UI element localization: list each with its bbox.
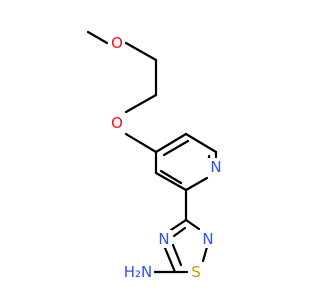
bond-n1-c6 <box>184 176 209 192</box>
thiadiazole-nitrogen-right: N <box>202 230 213 248</box>
ether-oxygen-top-bg <box>109 34 124 52</box>
bond-c6-c5 <box>154 171 188 192</box>
molecule-structure: O O N N N S H₂N <box>86 30 224 282</box>
bond-o-ch2 <box>124 41 158 62</box>
bond-c3-c2 <box>184 132 218 154</box>
ether-oxygen-top: O <box>111 34 123 52</box>
bond-methyl-o <box>86 30 109 45</box>
bond-n2-s1 <box>201 245 209 263</box>
bond-c6-c5-inner <box>159 169 183 185</box>
bond-ch2-o <box>124 93 158 114</box>
bond-c3-n4-inner <box>172 226 187 238</box>
bond-c3-n2 <box>184 218 201 231</box>
thiadiazole-sulfur: S <box>191 263 201 281</box>
bond-c3-n4 <box>169 218 188 232</box>
bond-c4-c3-inner <box>162 139 190 157</box>
thiadiazole-sulfur-bg <box>188 262 203 281</box>
thiadiazole-nitrogen-left-bg <box>156 230 172 248</box>
ether-oxygen-ring-bg <box>109 114 124 132</box>
bond-c4-c3 <box>154 132 188 154</box>
bond-c5-n4-inner <box>171 243 183 267</box>
pyridine-nitrogen-bg <box>208 158 224 176</box>
thiadiazole-nitrogen-left: N <box>158 230 169 248</box>
ether-oxygen-ring: O <box>111 114 123 132</box>
bond-c5-n4 <box>163 246 177 274</box>
bond-o-ring <box>124 132 158 154</box>
bonds <box>86 30 218 274</box>
pyridine-nitrogen: N <box>210 158 221 176</box>
atom-labels: O O N N N S H₂N <box>109 34 224 282</box>
amine-bg <box>122 262 154 282</box>
thiadiazole-nitrogen-right-bg <box>200 230 216 248</box>
amine-group: H₂N <box>124 263 153 281</box>
